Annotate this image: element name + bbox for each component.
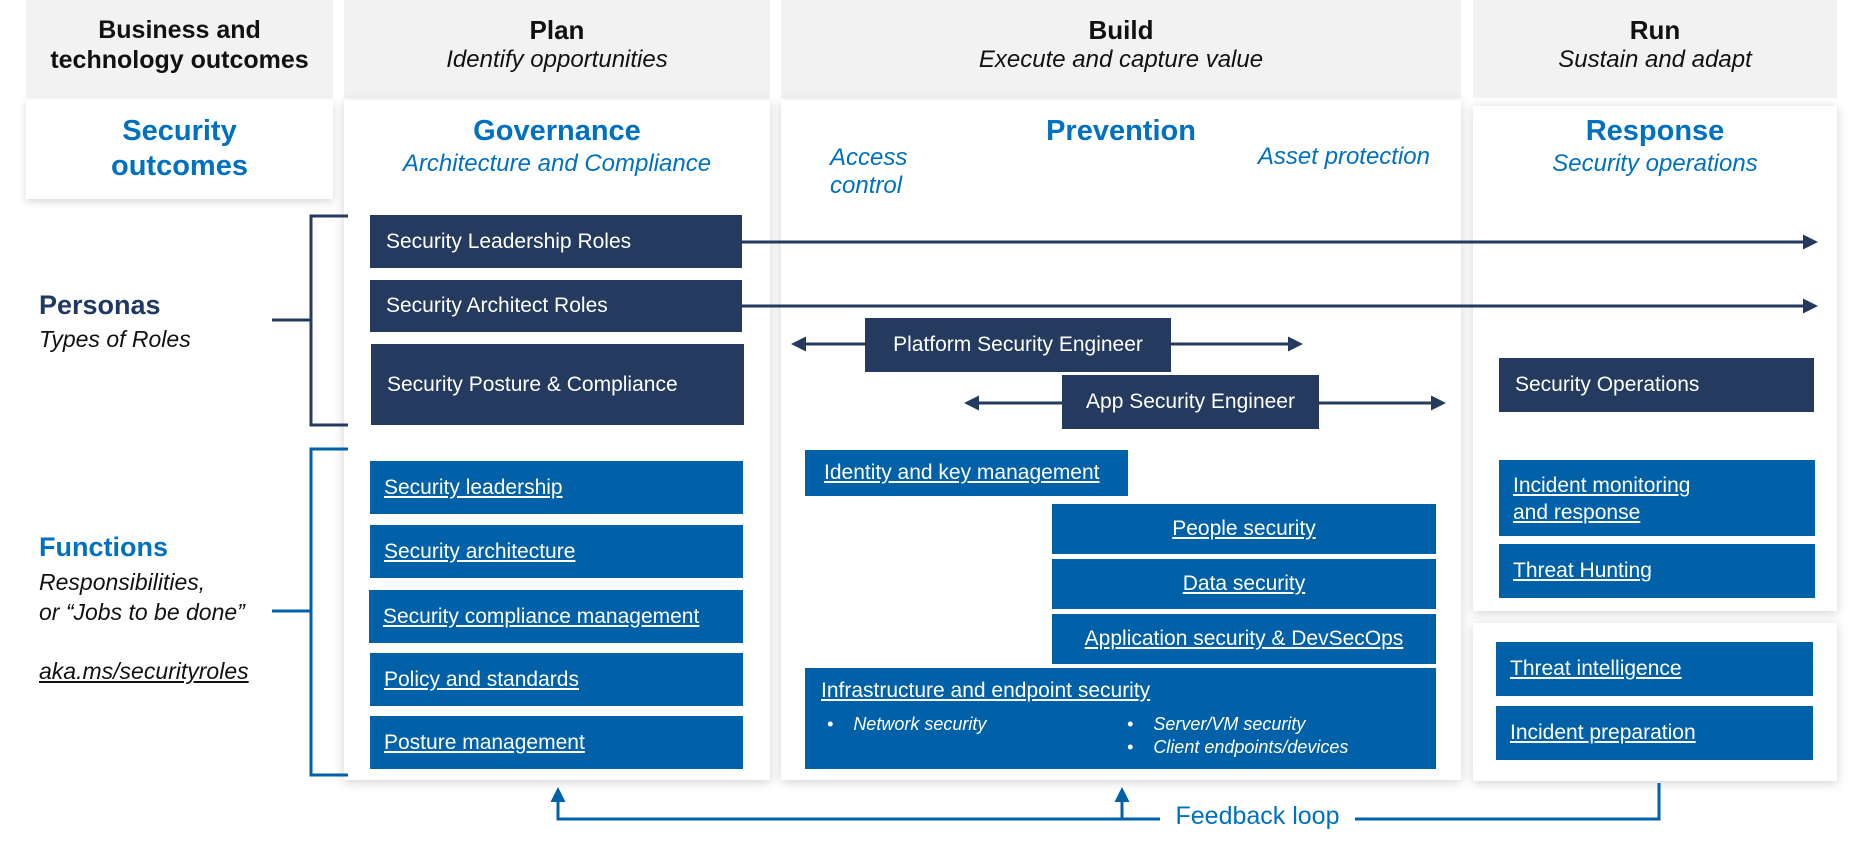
infra-bullet-server-text: Server/VM security <box>1153 714 1306 734</box>
fn-incident-monitoring-response[interactable]: Incident monitoring and response <box>1499 460 1815 536</box>
fn-incident-monitoring-line1: Incident monitoring <box>1513 474 1691 497</box>
fn-infrastructure-endpoint-box: Infrastructure and endpoint security • N… <box>805 668 1436 769</box>
feedback-loop-lines <box>550 783 1661 821</box>
fn-security-compliance-management[interactable]: Security compliance management <box>369 590 743 643</box>
prevention-title: Prevention <box>1046 115 1196 147</box>
fn-incident-preparation[interactable]: Incident preparation <box>1496 706 1813 760</box>
fn-incident-monitoring-line2: and response <box>1513 501 1641 524</box>
fn-threat-hunting[interactable]: Threat Hunting <box>1499 544 1815 598</box>
header-plan-subtitle: Identify opportunities <box>446 46 668 73</box>
fn-application-security-devsecops[interactable]: Application security & DevSecOps <box>1052 614 1436 664</box>
personas-subtitle: Types of Roles <box>39 326 191 352</box>
header-build-title: Build <box>1088 15 1154 45</box>
header-outcomes-title: Business and technology outcomes <box>50 16 309 74</box>
functions-subtitle-1: Responsibilities, <box>39 569 206 595</box>
fn-security-leadership[interactable]: Security leadership <box>370 461 743 514</box>
functions-bracket <box>272 447 348 777</box>
fn-infrastructure-endpoint-title[interactable]: Infrastructure and endpoint security <box>821 679 1151 702</box>
prevention-access-control: Access control <box>830 144 908 199</box>
functions-title: Functions <box>39 532 168 562</box>
fn-people-security[interactable]: People security <box>1052 504 1436 554</box>
prevention-panel <box>781 100 1461 780</box>
fn-security-architecture[interactable]: Security architecture <box>370 525 743 578</box>
header-run-subtitle: Sustain and adapt <box>1558 46 1752 73</box>
prevention-asset-protection: Asset protection <box>1257 143 1430 170</box>
role-security-architect: Security Architect Roles <box>370 280 742 332</box>
aka-ms-link[interactable]: aka.ms/securityroles <box>39 658 249 684</box>
role-app-security-engineer: App Security Engineer <box>1062 375 1319 429</box>
fn-policy-and-standards[interactable]: Policy and standards <box>370 653 743 706</box>
role-platform-security-engineer: Platform Security Engineer <box>865 318 1171 372</box>
response-subtitle: Security operations <box>1552 150 1758 177</box>
header-run: Run Sustain and adapt <box>1473 0 1837 98</box>
infra-bullet-network: • Network security <box>827 714 987 734</box>
fn-posture-management[interactable]: Posture management <box>370 716 743 769</box>
header-run-title: Run <box>1629 15 1681 45</box>
infra-bullet-network-text: Network security <box>853 714 987 734</box>
header-build: Build Execute and capture value <box>781 0 1461 98</box>
fn-identity-and-key-management[interactable]: Identity and key management <box>805 450 1128 496</box>
infra-bullet-client: • Client endpoints/devices <box>1127 737 1349 757</box>
header-plan: Plan Identify opportunities <box>344 0 770 98</box>
role-security-operations: Security Operations <box>1499 358 1814 412</box>
header-build-subtitle: Execute and capture value <box>978 46 1264 73</box>
header-plan-title: Plan <box>529 15 585 45</box>
personas-title: Personas <box>39 290 161 320</box>
security-outcomes-box: Security outcomes <box>26 100 333 199</box>
personas-bracket <box>272 214 348 427</box>
response-title: Response <box>1585 115 1725 147</box>
governance-title: Governance <box>473 115 641 147</box>
fn-data-security[interactable]: Data security <box>1052 559 1436 609</box>
fn-threat-intelligence[interactable]: Threat intelligence <box>1496 642 1813 696</box>
infra-bullet-server: • Server/VM security <box>1127 714 1306 734</box>
feedback-loop-label: Feedback loop <box>1175 802 1340 830</box>
governance-subtitle: Architecture and Compliance <box>402 150 712 177</box>
security-outcomes-label: Security outcomes <box>111 115 248 182</box>
role-security-leadership: Security Leadership Roles <box>370 215 742 268</box>
header-outcomes: Business and technology outcomes <box>26 0 333 98</box>
infra-bullet-client-text: Client endpoints/devices <box>1153 737 1349 757</box>
role-security-posture: Security Posture & Compliance <box>371 344 744 425</box>
functions-subtitle-2: or “Jobs to be done” <box>39 599 245 625</box>
